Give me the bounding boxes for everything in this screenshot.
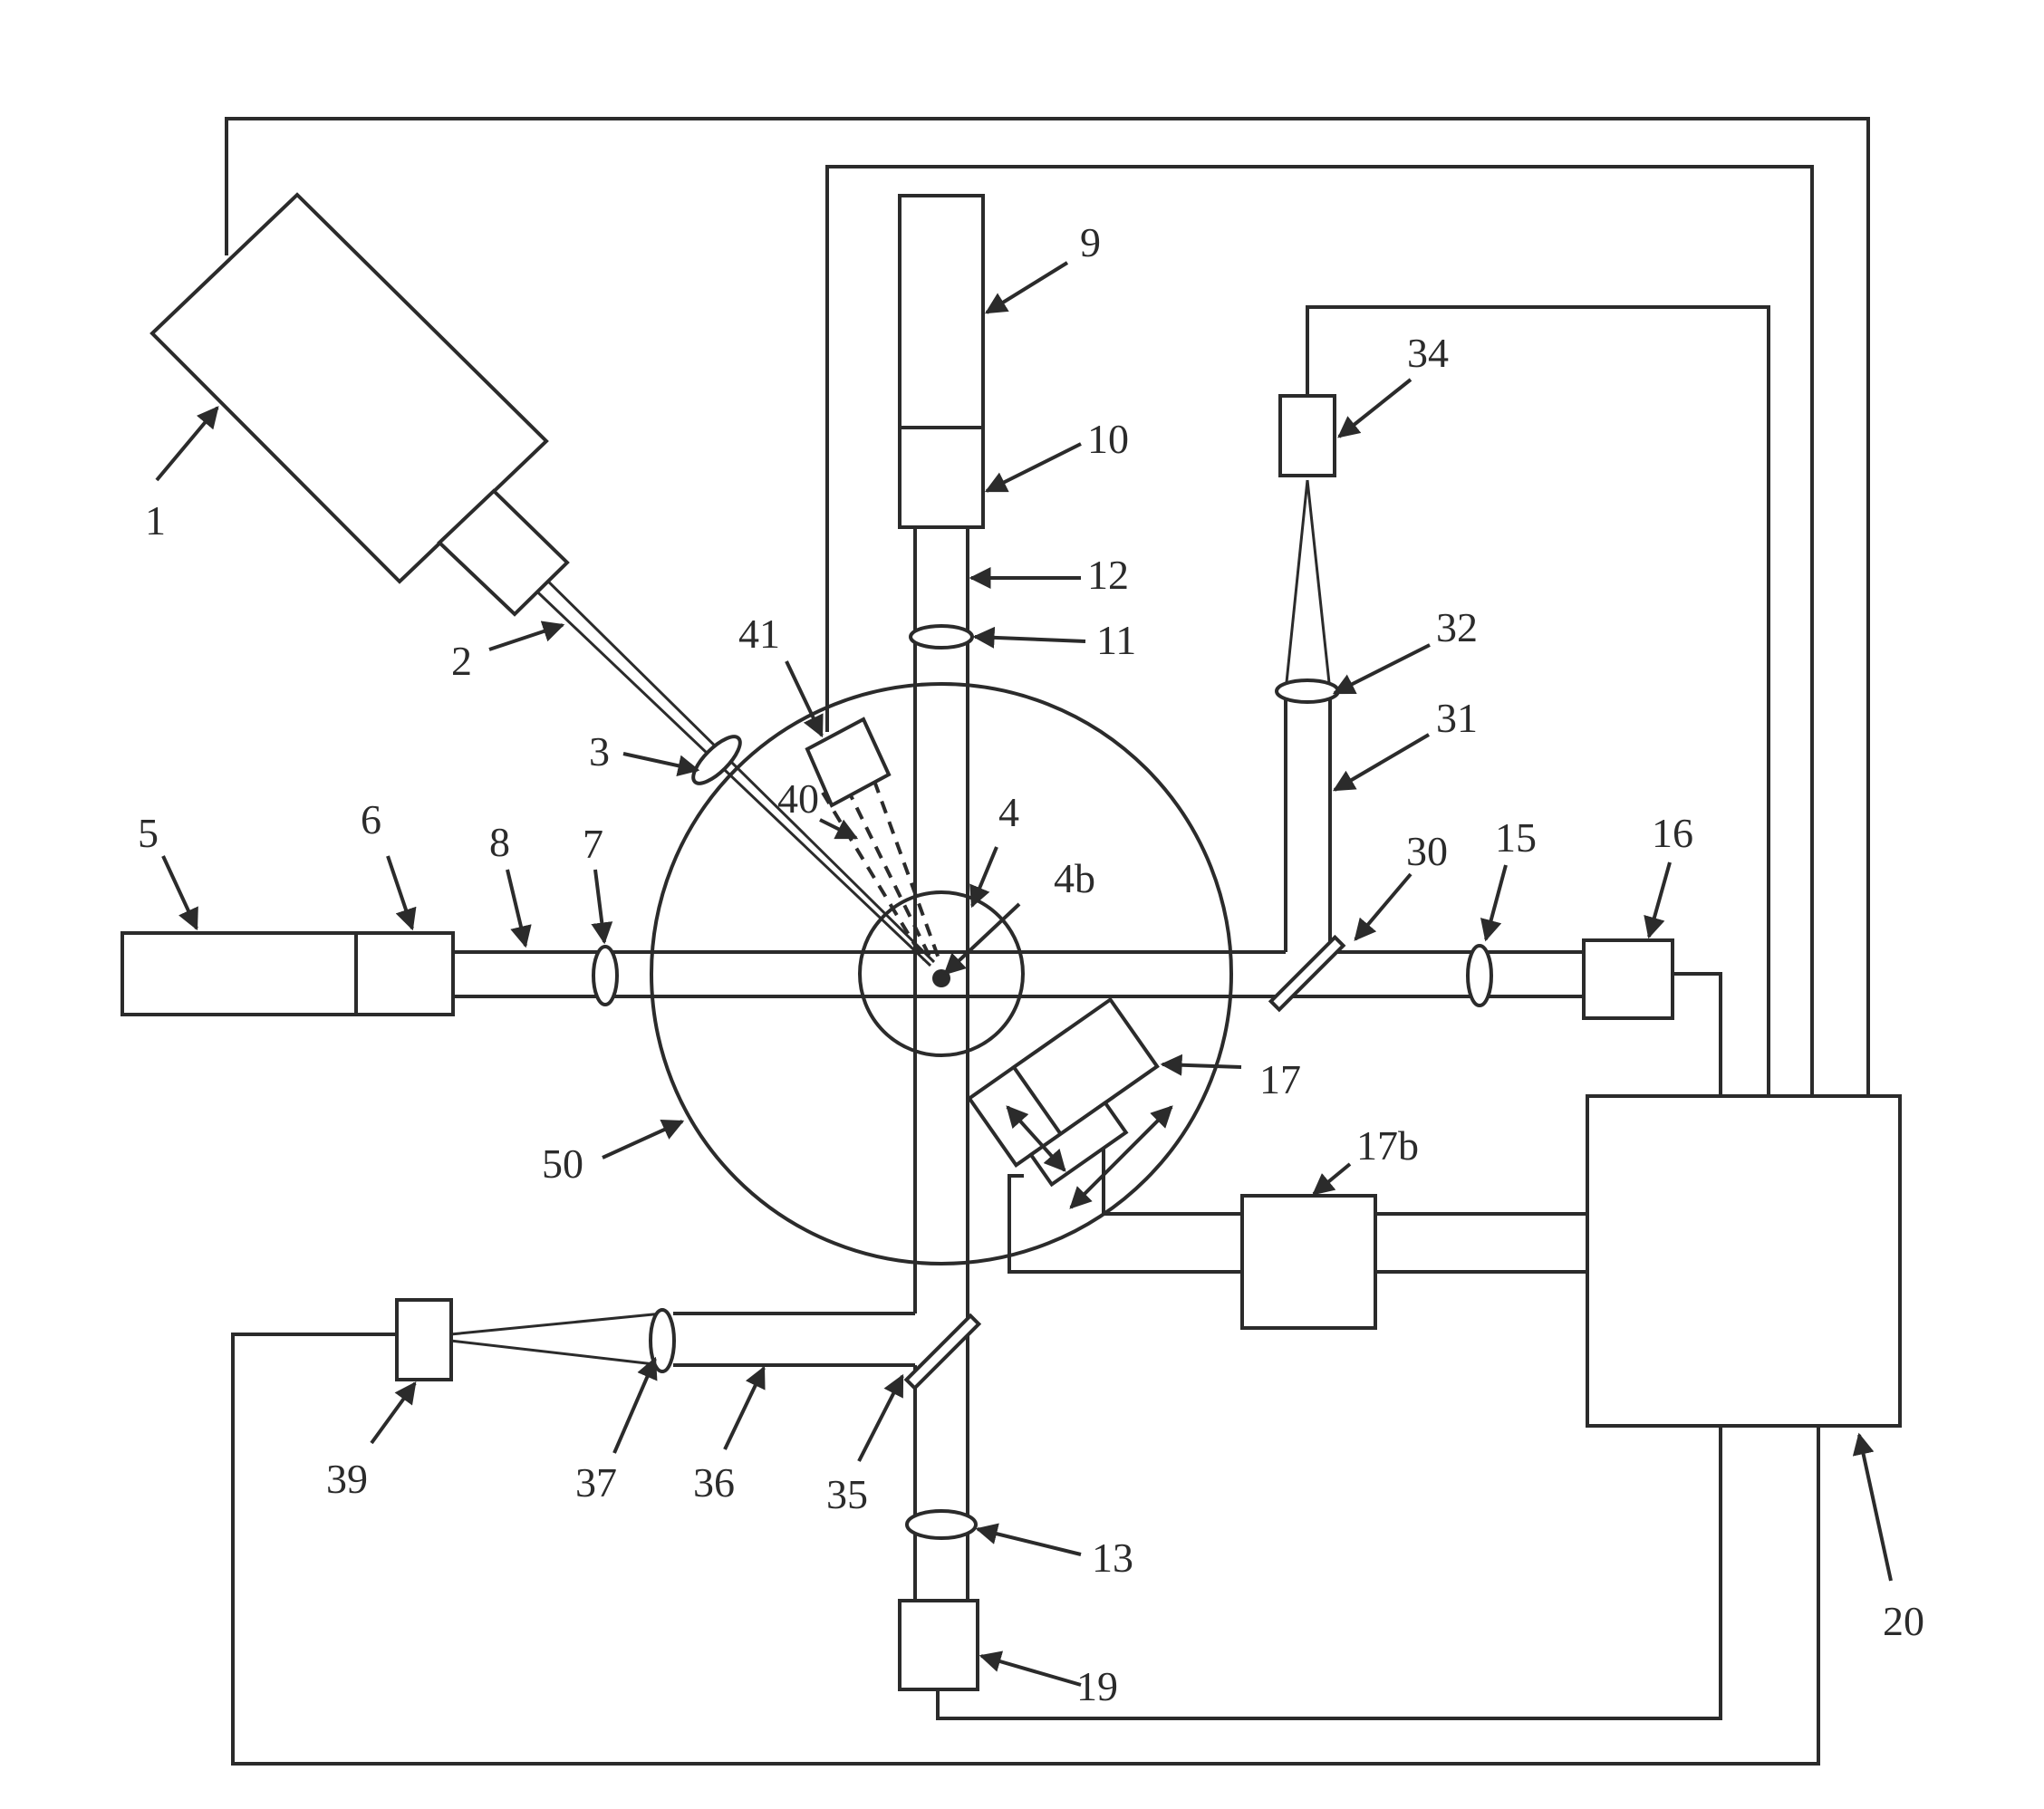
splitter-30 [1271, 938, 1344, 1010]
label-11: 11 [1096, 617, 1136, 663]
beam-37-cone-top [450, 1313, 662, 1334]
label-37: 37 [575, 1459, 617, 1506]
lens-7 [593, 947, 617, 1005]
detector-39 [397, 1300, 451, 1380]
arrow-36 [725, 1368, 764, 1449]
arrow-31 [1335, 735, 1429, 790]
label-35: 35 [826, 1471, 868, 1517]
wire-39-to-20 [233, 1334, 1818, 1764]
controller-20 [1587, 1096, 1900, 1426]
label-36: 36 [693, 1459, 735, 1506]
arrow-40 [820, 820, 856, 838]
source-1 [152, 195, 567, 614]
label-15: 15 [1495, 814, 1537, 861]
detector-16 [1584, 940, 1673, 1018]
label-8: 8 [489, 819, 510, 865]
arrow-10 [987, 444, 1081, 491]
label-40: 40 [777, 775, 819, 822]
detector-19 [900, 1601, 978, 1689]
arrow-32 [1335, 645, 1430, 693]
lens-11 [911, 626, 972, 648]
wire-34-to-20 [1307, 307, 1769, 1096]
arrow-34 [1339, 380, 1411, 437]
arrow-2 [489, 625, 563, 650]
arrow-17 [1162, 1064, 1241, 1067]
component-6 [356, 933, 453, 1015]
arrow-9 [987, 263, 1067, 313]
label-9: 9 [1080, 219, 1101, 265]
arrow-17b [1314, 1164, 1350, 1194]
arrow-30 [1355, 874, 1411, 939]
label-32: 32 [1436, 604, 1478, 650]
arrow-16 [1649, 862, 1670, 937]
label-16: 16 [1652, 810, 1693, 856]
arrow-5 [163, 856, 197, 929]
lens-32 [1277, 680, 1338, 702]
arrow-1 [157, 408, 217, 480]
detector-34 [1280, 396, 1335, 476]
arrow-50 [603, 1121, 682, 1158]
label-17b: 17b [1356, 1122, 1419, 1169]
arrow-4 [972, 847, 997, 906]
lens-13 [907, 1511, 976, 1538]
label-4: 4 [998, 789, 1019, 835]
label-50: 50 [542, 1140, 583, 1187]
label-2: 2 [451, 638, 472, 684]
wire-17-lower-to-17b [1009, 1176, 1242, 1272]
label-1: 1 [145, 497, 166, 544]
arrow-7 [595, 870, 604, 942]
label-41: 41 [738, 611, 780, 657]
label-6: 6 [361, 796, 381, 842]
label-3: 3 [589, 728, 610, 775]
label-12: 12 [1087, 552, 1129, 598]
arrow-35 [859, 1376, 902, 1461]
label-19: 19 [1076, 1663, 1118, 1709]
label-5: 5 [138, 810, 159, 856]
label-39: 39 [326, 1456, 368, 1502]
label-34: 34 [1407, 330, 1449, 376]
beam-32-cone-left [1286, 480, 1307, 691]
arrow-8 [507, 870, 525, 946]
label-7: 7 [583, 821, 603, 867]
label-30: 30 [1406, 828, 1448, 874]
arrow-20 [1859, 1435, 1891, 1581]
label-20: 20 [1883, 1598, 1924, 1644]
label-31: 31 [1436, 695, 1478, 741]
arrow-13 [978, 1529, 1081, 1554]
arrow-15 [1486, 865, 1506, 939]
component-10 [900, 428, 983, 527]
label-10: 10 [1087, 416, 1129, 462]
arrow-39 [371, 1383, 415, 1443]
arrow-37 [614, 1359, 655, 1453]
lens-15 [1468, 946, 1491, 1006]
beam-32-cone-right [1307, 480, 1330, 691]
label-17: 17 [1259, 1056, 1301, 1102]
component-9 [900, 196, 983, 428]
emission-40-b [847, 788, 931, 960]
component-5 [122, 933, 356, 1015]
label-13: 13 [1092, 1535, 1133, 1581]
arrow-4b [945, 904, 1019, 974]
arrow-19 [981, 1656, 1081, 1685]
beam-37-cone-bottom [450, 1341, 662, 1365]
label-4b: 4b [1054, 855, 1095, 901]
wire-19-to-20 [938, 1426, 1721, 1718]
arrow-6 [388, 856, 412, 929]
arrow-3 [623, 754, 698, 770]
arrow-11 [975, 637, 1085, 641]
unit-17b [1242, 1196, 1375, 1328]
wire-16-to-20 [1667, 974, 1721, 1096]
